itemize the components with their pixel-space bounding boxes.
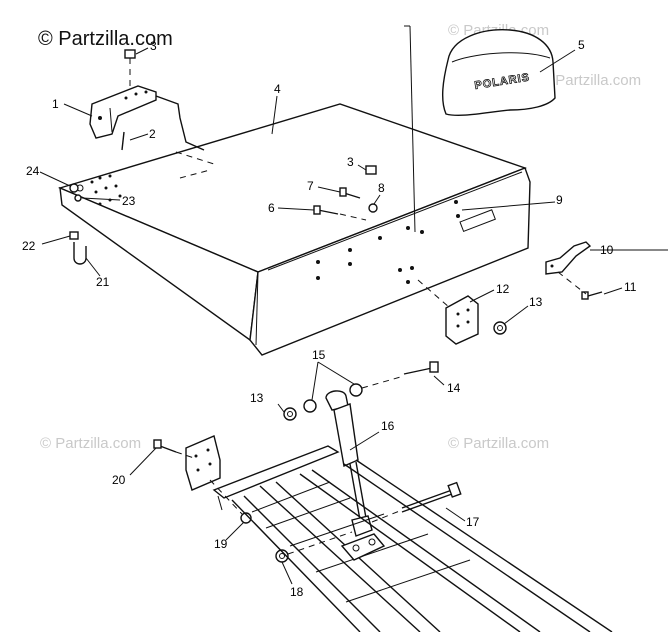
- tray-rear-lip: [267, 171, 523, 271]
- shock-mount-bracket: [340, 533, 386, 561]
- callout-7: 7: [307, 179, 314, 193]
- handle-body: [545, 241, 592, 275]
- lower-plate: [153, 435, 252, 524]
- mount-bracket: [89, 49, 215, 179]
- callout-13-lower: 13: [250, 391, 264, 405]
- callout-12: 12: [496, 282, 510, 296]
- bolt-14: [403, 367, 433, 375]
- bracket-body: [89, 85, 157, 139]
- shock-rod: [349, 463, 361, 521]
- callout-22: 22: [22, 239, 36, 253]
- washer-8: [368, 203, 378, 213]
- watermark-main: © Partzilla.com: [38, 28, 173, 50]
- callout-2: 2: [149, 127, 156, 141]
- callout-6: 6: [268, 201, 275, 215]
- front-left-hardware: [69, 183, 87, 265]
- bolt-17-group: [371, 481, 462, 523]
- callout-24: 24: [26, 164, 40, 178]
- tray-corner-edge: [255, 271, 259, 346]
- callout-5: 5: [578, 38, 585, 52]
- bushing-15-right: [349, 383, 363, 397]
- cover-body: [441, 29, 556, 117]
- nut-13-lower: [283, 407, 297, 421]
- leader-lines: [39, 47, 668, 585]
- callout-10: 10: [600, 243, 614, 257]
- nut-19: [240, 512, 252, 524]
- callout-13-upper: 13: [529, 295, 543, 309]
- tray-corner: [249, 339, 263, 356]
- callout-3-top: 3: [150, 39, 157, 53]
- callout-14: 14: [447, 381, 461, 395]
- bracket-strap: [155, 95, 205, 151]
- polaris-cover: POLARIS: [441, 29, 556, 117]
- bolt-17: [401, 489, 453, 509]
- shock-assembly: [283, 361, 439, 537]
- callout-1: 1: [52, 97, 59, 111]
- bolt-11: [587, 291, 603, 297]
- callout-labels: 1 2 3 3 4 5 6 7 8 9 10 11 12 13 13 14 15…: [22, 38, 637, 599]
- callout-9: 9: [556, 193, 563, 207]
- callout-4: 4: [274, 82, 281, 96]
- lower-plate-body: [185, 435, 221, 491]
- tailgate-holes: [316, 200, 460, 284]
- bushing-15-left: [303, 399, 317, 413]
- hinge-plate: [417, 279, 507, 345]
- u-bolt-21: [73, 242, 87, 265]
- nut-22: [69, 231, 79, 240]
- callout-3-tray: 3: [347, 155, 354, 169]
- pin-24: [69, 183, 79, 193]
- bracket-nut: [124, 49, 136, 59]
- callout-20: 20: [112, 473, 126, 487]
- hinge-plate-body: [445, 295, 479, 345]
- callout-18: 18: [290, 585, 304, 599]
- chassis-frame: [212, 445, 613, 632]
- watermark-bottom-left: © Partzilla.com: [40, 435, 141, 452]
- nut-3: [365, 165, 377, 175]
- bolt-6: [317, 209, 339, 215]
- nut-13-upper: [493, 321, 507, 335]
- callout-21: 21: [96, 275, 110, 289]
- bolt-20: [159, 445, 177, 453]
- watermark-top-right-2: © Partzilla.com: [540, 72, 641, 89]
- cover-alignment-line: [409, 25, 416, 233]
- bracket-bolt: [121, 131, 125, 151]
- bed-tray: [57, 103, 531, 356]
- callout-16: 16: [381, 419, 395, 433]
- callout-17: 17: [466, 515, 480, 529]
- callout-19: 19: [214, 537, 228, 551]
- callout-11: 11: [624, 280, 637, 294]
- callout-15: 15: [312, 348, 326, 362]
- tailgate-handle: [545, 241, 603, 300]
- washer-23: [74, 194, 82, 202]
- shock-bottom-eye: [351, 515, 373, 537]
- tailgate-slot: [459, 209, 496, 232]
- watermark-bottom-right: © Partzilla.com: [448, 435, 549, 452]
- crossmember: [212, 445, 340, 499]
- callout-8: 8: [378, 181, 385, 195]
- shock-body: [333, 403, 359, 467]
- callout-23: 23: [122, 194, 136, 208]
